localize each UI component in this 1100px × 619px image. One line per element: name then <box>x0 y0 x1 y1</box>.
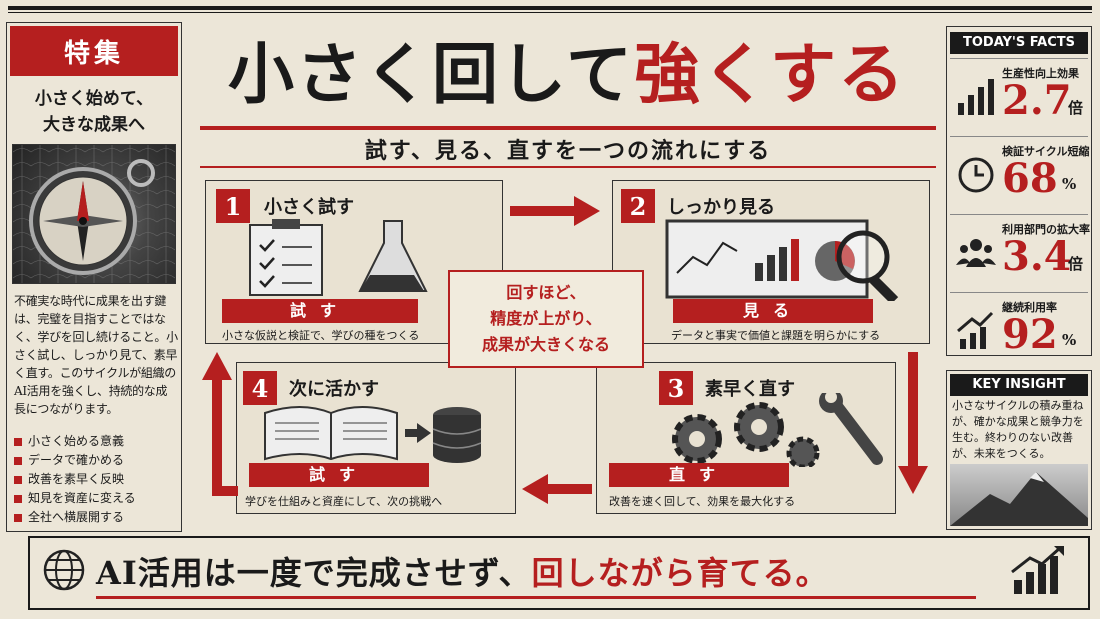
center-line-3: 成果が大きくなる <box>481 335 610 354</box>
arrow-connector <box>212 486 238 496</box>
arrow-left-icon <box>522 474 592 504</box>
fact-item: 検証サイクル短縮 68 % <box>950 136 1090 208</box>
insight-text: 小さなサイクルの積み重ねが、確かな成果と競争力を生む。終わりのない改善が、未来を… <box>952 399 1084 460</box>
dashboard-magnifier-icon <box>665 219 899 301</box>
step-band: 試す <box>249 463 429 487</box>
list-item: 小さく始める意義 <box>14 432 178 451</box>
arrow-up-icon <box>202 352 232 492</box>
step-number: 1 <box>216 189 250 223</box>
fact-unit: % <box>1062 175 1077 193</box>
step-panel-4: 4 次に活かす 試す 学びを仕組みと資産にして、次の挑戦へ <box>236 362 516 514</box>
compass-image <box>12 144 176 284</box>
book-database-icon <box>264 406 482 463</box>
fact-unit: % <box>1062 331 1077 349</box>
step-title: 素早く直す <box>705 379 795 400</box>
step-number: 4 <box>243 371 277 405</box>
bullet-square-icon <box>14 437 22 446</box>
arrow-down-icon <box>898 352 928 494</box>
gears-wrench-icon <box>672 393 883 467</box>
people-icon <box>956 239 996 267</box>
step-desc: 小さな仮説と検証で、学びの種をつくる <box>222 329 420 342</box>
footer-message: AI活用は一度で完成させず、回しながら育てる。 <box>96 548 976 594</box>
step-number: 2 <box>621 189 655 223</box>
step-number: 3 <box>659 371 693 405</box>
step-title: しっかり見る <box>667 197 775 218</box>
lead-line-2: 大きな成果へ <box>43 115 145 135</box>
fact-item: 継続利用率 92 % <box>950 292 1088 364</box>
fact-unit: 倍 <box>1068 99 1084 117</box>
list-item: 全社へ横展開する <box>14 508 178 527</box>
title-accent: 強くする <box>634 35 907 113</box>
step-title: 小さく試す <box>264 197 354 218</box>
sidebar-bullets: 小さく始める意義 データで確かめる 改善を素早く反映 知見を資産に変える 全社へ… <box>14 432 178 527</box>
fact-value: 92 <box>1002 311 1058 358</box>
footer-rule <box>96 596 976 599</box>
fact-unit: 倍 <box>1068 255 1084 273</box>
subtitle: 試す、見る、直すを一つの流れにする <box>364 138 772 164</box>
fact-value: 3.4 <box>1002 233 1072 280</box>
step-desc: 学びを仕組みと資産にして、次の挑戦へ <box>245 495 443 508</box>
step-desc: 改善を速く回して、効果を最大化する <box>609 495 796 508</box>
page-title: 小さく回して強くする <box>196 26 938 122</box>
step-desc: データと事実で価値と課題を明らかにする <box>671 329 881 342</box>
fact-label: 検証サイクル短縮 <box>1002 145 1090 158</box>
feature-badge: 特集 <box>10 26 178 76</box>
fact-label: 継続利用率 <box>1002 301 1057 314</box>
title-main: 小さく回して <box>227 35 635 113</box>
clipboard-flask-icon <box>249 219 428 296</box>
footer-accent: 回しながら育てる。 <box>531 554 829 592</box>
bullet-square-icon <box>14 494 22 503</box>
fact-label: 利用部門の拡大率 <box>1002 223 1090 236</box>
fact-value: 2.7 <box>1002 77 1072 124</box>
fact-item: 生産性向上効果 2.7 倍 <box>950 58 1088 130</box>
fact-item: 利用部門の拡大率 3.4 倍 <box>950 214 1090 286</box>
step-title: 次に活かす <box>289 379 379 400</box>
bullet-square-icon <box>14 456 22 465</box>
top-rule <box>8 6 1092 10</box>
facts-heading: TODAY'S FACTS <box>950 32 1088 54</box>
facts-column <box>946 26 1092 356</box>
center-line-1: 回すほど、 <box>506 283 586 302</box>
list-item: 改善を素早く反映 <box>14 470 178 489</box>
step-panel-3: 3 素早く直す 直す 改善を速く回して、効果を最大化する <box>596 362 896 514</box>
mountain-image <box>950 464 1088 526</box>
lead-heading: 小さく始めて、 大きな成果へ <box>10 86 178 138</box>
top-rule-thin <box>8 12 1092 13</box>
title-rule <box>200 126 936 130</box>
subtitle-rule <box>200 166 936 168</box>
insight-heading: KEY INSIGHT <box>950 374 1088 396</box>
growth-chart-icon <box>957 311 994 349</box>
insight-box <box>946 370 1092 530</box>
step-band: 試す <box>222 299 418 323</box>
sidebar-body: 不確実な時代に成果を出す鍵は、完璧を目指すことではなく、学びを回し続けること。小… <box>14 294 178 416</box>
bar-chart-icon <box>958 79 994 115</box>
globe-icon <box>43 549 85 591</box>
bullet-square-icon <box>14 513 22 522</box>
arrow-right-icon <box>510 196 600 226</box>
step-band: 直す <box>609 463 789 487</box>
fact-label: 生産性向上効果 <box>1002 67 1079 80</box>
lead-line-1: 小さく始めて、 <box>34 89 154 109</box>
title-area: 小さく回して強くする <box>196 22 938 126</box>
list-item: データで確かめる <box>14 451 178 470</box>
center-line-2: 精度が上がり、 <box>490 309 602 328</box>
fact-value: 68 <box>1002 155 1058 202</box>
growth-chart-icon <box>1011 546 1064 594</box>
clock-icon <box>958 157 994 193</box>
center-message: 回すほど、 精度が上がり、 成果が大きくなる <box>448 270 644 368</box>
step-panel-2: 2 しっかり見る 見る データと事実で価値と課題を明らかにする <box>612 180 930 344</box>
bullet-square-icon <box>14 475 22 484</box>
step-band: 見る <box>673 299 873 323</box>
footer-main: AI活用は一度で完成させず、 <box>96 554 532 592</box>
list-item: 知見を資産に変える <box>14 489 178 508</box>
